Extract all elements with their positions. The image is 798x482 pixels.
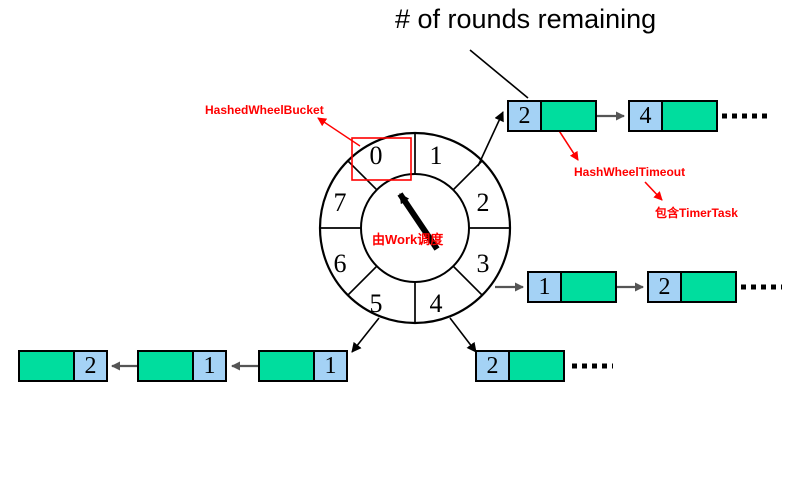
rounds-value: 2 xyxy=(649,273,682,301)
contains-timertask-label: 包含TimerTask xyxy=(655,206,738,220)
rounds-value: 4 xyxy=(630,102,663,130)
bucket-label-leader xyxy=(317,117,361,147)
wheel-slot-3[interactable]: 3 xyxy=(476,249,490,278)
timeout-node[interactable]: 1 xyxy=(527,271,617,303)
wheel-slot-1[interactable]: 1 xyxy=(429,141,443,170)
wheel-slot-5[interactable]: 5 xyxy=(369,289,383,318)
hash-wheel-timeout-label: HashWheelTimeout xyxy=(574,165,686,179)
hashed-wheel-bucket-highlight xyxy=(351,137,412,181)
timertask-payload xyxy=(510,352,563,380)
connector-slot-5 xyxy=(351,317,380,353)
hashed-wheel-bucket-label: HashedWheelBucket xyxy=(205,103,324,117)
connector-slot-1 xyxy=(477,111,504,167)
timeout-node[interactable]: 1 xyxy=(258,350,348,382)
rounds-value: 2 xyxy=(73,352,106,380)
timertask-payload xyxy=(260,352,313,380)
timertask-payload xyxy=(139,352,192,380)
wheel-slot-4[interactable]: 4 xyxy=(429,289,443,318)
wheel-slot-7[interactable]: 7 xyxy=(333,188,347,217)
wheel-slot-0[interactable]: 0 xyxy=(369,141,383,170)
timeout-node[interactable]: 2 xyxy=(507,100,597,132)
timeout-node[interactable]: 2 xyxy=(475,350,565,382)
worker-hand-arrow xyxy=(397,192,440,251)
timeout-node[interactable]: 4 xyxy=(628,100,718,132)
rounds-value: 1 xyxy=(529,273,562,301)
wheel-slot-6[interactable]: 6 xyxy=(333,249,347,278)
connector-slot-4 xyxy=(449,317,477,353)
worker-schedule-label: 由Work调度 xyxy=(372,232,444,247)
rounds-value: 2 xyxy=(509,102,542,130)
timeout-node[interactable]: 2 xyxy=(18,350,108,382)
wheel-inner-circle xyxy=(360,173,470,283)
timertask-payload xyxy=(20,352,73,380)
page-title: # of rounds remaining xyxy=(395,4,657,34)
rounds-value: 1 xyxy=(313,352,346,380)
timertask-payload xyxy=(562,273,615,301)
timeout-node[interactable]: 1 xyxy=(137,350,227,382)
timertask-payload xyxy=(542,102,595,130)
rounds-value: 2 xyxy=(477,352,510,380)
timeout-node[interactable]: 2 xyxy=(647,271,737,303)
title-leader-line xyxy=(469,49,529,99)
timertask-payload xyxy=(663,102,716,130)
wheel-slot-2[interactable]: 2 xyxy=(476,188,490,217)
rounds-value: 1 xyxy=(192,352,225,380)
timertask-payload xyxy=(682,273,735,301)
timertask-label-leader xyxy=(644,181,663,201)
